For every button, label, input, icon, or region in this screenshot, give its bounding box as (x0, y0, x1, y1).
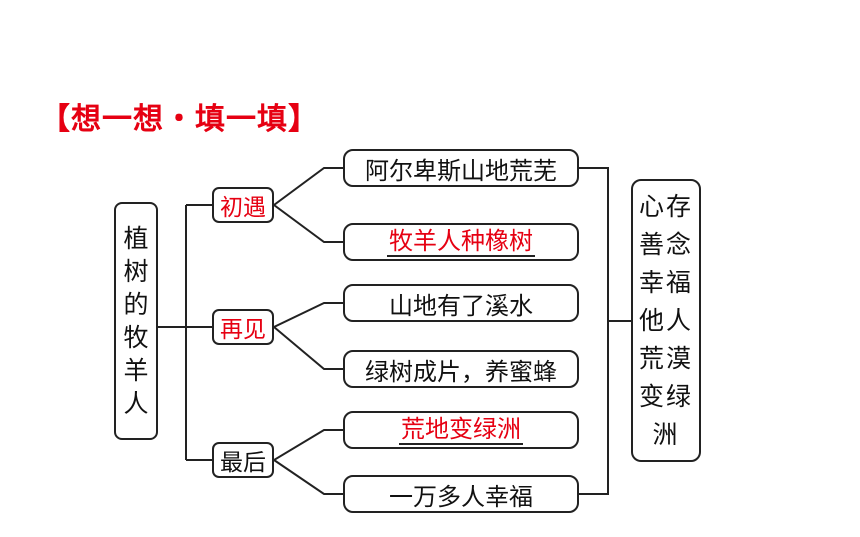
root-char: 植 (123, 224, 149, 253)
event-node: 山地有了溪水 (343, 284, 579, 322)
summary-line: 心存 (638, 191, 693, 221)
root-node: 植 树 的 牧 羊 人 (114, 202, 158, 440)
root-char: 树 (123, 257, 149, 286)
stage-node-reunion: 再见 (212, 309, 274, 345)
stage-node-final: 最后 (212, 442, 274, 478)
event-node-answer: 荒地变绿洲 (343, 411, 579, 449)
event-node-answer: 牧羊人种橡树 (343, 223, 579, 261)
summary-line: 善念 (638, 229, 693, 259)
summary-line: 变绿 (638, 381, 693, 411)
summary-bracket (579, 167, 609, 495)
summary-node: 心存 善念 幸福 他人 荒漠 变绿 洲 (631, 179, 701, 462)
root-char: 人 (123, 389, 149, 418)
summary-line: 荒漠 (638, 343, 693, 373)
fork-stage-2 (272, 302, 343, 370)
event-text: 阿尔卑斯山地荒芜 (365, 156, 557, 185)
event-node: 绿树成片，养蜜蜂 (343, 350, 579, 388)
page-title: 【想一想・填一填】 (40, 102, 319, 137)
stage-node-first-meeting: 初遇 (212, 187, 274, 223)
event-text: 山地有了溪水 (389, 291, 533, 320)
event-text: 一万多人幸福 (389, 482, 533, 511)
root-char: 的 (123, 290, 149, 319)
event-node: 阿尔卑斯山地荒芜 (343, 149, 579, 187)
summary-line: 他人 (638, 305, 693, 335)
fork-stage-3 (272, 429, 343, 495)
fork-stage-1 (272, 167, 343, 243)
event-text-answer: 荒地变绿洲 (399, 415, 523, 445)
root-char: 牧 (123, 323, 149, 352)
summary-line: 幸福 (638, 267, 693, 297)
event-text-answer: 牧羊人种橡树 (387, 227, 535, 257)
summary-line: 洲 (652, 419, 680, 449)
event-node: 一万多人幸福 (343, 475, 579, 513)
event-text: 绿树成片，养蜜蜂 (365, 357, 557, 386)
root-char: 羊 (123, 356, 149, 385)
